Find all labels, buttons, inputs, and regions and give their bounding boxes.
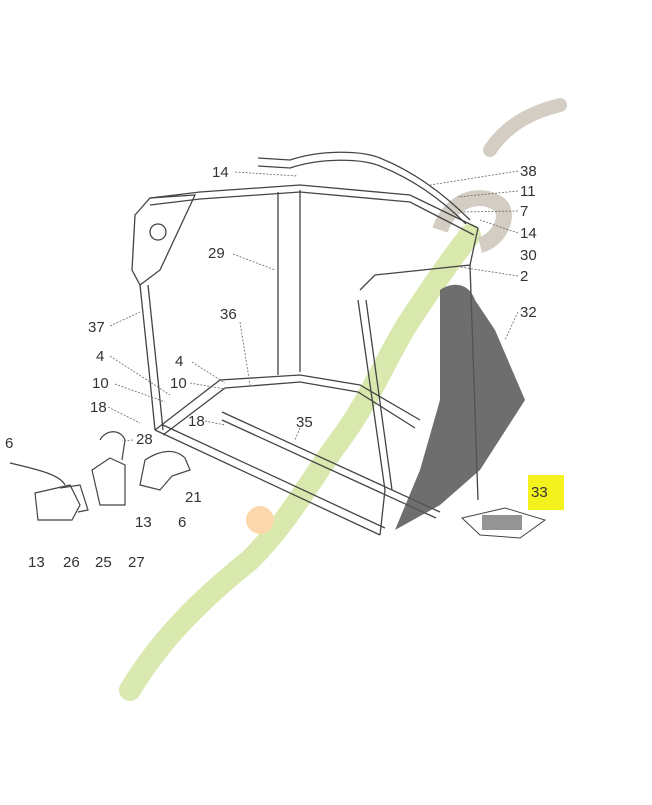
part-label-28: 28: [136, 431, 153, 448]
part-label-35: 35: [296, 414, 313, 431]
part-label-10: 10: [92, 375, 109, 392]
part-label-6: 6: [5, 435, 14, 452]
part-label-11: 11: [520, 183, 536, 200]
part-label-14: 14: [212, 164, 229, 181]
part-label-13: 13: [28, 554, 45, 571]
part-label-4: 4: [175, 353, 184, 370]
grass-bag: [395, 284, 525, 530]
part-label-18: 18: [188, 413, 205, 430]
part-label-6: 6: [178, 514, 187, 531]
part-label-2: 2: [520, 268, 529, 285]
part-label-4: 4: [96, 348, 105, 365]
latch-parts: [9, 431, 191, 521]
part-label-38: 38: [520, 163, 537, 180]
part-label-25: 25: [95, 554, 112, 571]
part-label-32: 32: [520, 304, 537, 321]
part-label-10: 10: [170, 375, 187, 392]
part-label-14: 14: [520, 225, 537, 242]
part-label-21: 21: [185, 489, 202, 506]
part-label-36: 36: [220, 306, 237, 323]
part-label-29: 29: [208, 245, 225, 262]
part-label-18: 18: [90, 399, 107, 416]
part-label-13: 13: [135, 514, 152, 531]
highlighted-part-33[interactable]: 33: [528, 475, 564, 510]
part-label-7: 7: [520, 203, 529, 220]
watermark: [119, 98, 567, 701]
part-label-33: 33: [531, 484, 548, 501]
part-label-30: 30: [520, 247, 537, 264]
part-label-37: 37: [88, 319, 105, 336]
part-label-27: 27: [128, 554, 145, 571]
part-label-26: 26: [63, 554, 80, 571]
